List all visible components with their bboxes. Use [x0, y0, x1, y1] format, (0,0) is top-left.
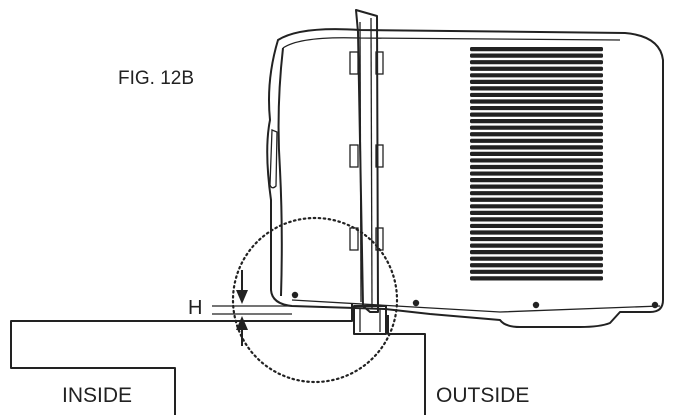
vent-slat — [470, 47, 603, 52]
louver-vents — [470, 47, 603, 281]
frame-clip-3 — [349, 227, 359, 251]
vent-slat — [470, 66, 603, 71]
vent-slat — [470, 256, 603, 261]
inside-label: INSIDE — [62, 384, 132, 407]
mounting-bracket — [353, 305, 387, 335]
height-dimension: H — [188, 270, 292, 346]
outside-wall — [387, 315, 426, 415]
vent-slat — [470, 138, 603, 143]
screw-1 — [291, 291, 299, 299]
vent-slat — [470, 184, 603, 189]
vent-slat — [470, 79, 603, 84]
vent-slat — [470, 171, 603, 176]
vent-slat — [470, 236, 603, 242]
frame-clip-5 — [375, 144, 384, 168]
vent-slat — [470, 197, 603, 202]
vent-slat — [470, 210, 603, 215]
arrow-up-icon — [236, 316, 248, 330]
screw-3 — [532, 301, 540, 309]
vent-slat — [470, 73, 603, 78]
outside-label: OUTSIDE — [436, 384, 529, 407]
height-label: H — [188, 297, 202, 319]
bracket-inner — [359, 308, 381, 332]
side-frame-panel — [355, 9, 379, 313]
front-handle — [269, 129, 278, 189]
vent-slat — [470, 158, 603, 163]
screw-2 — [412, 299, 420, 307]
vent-slat — [470, 92, 603, 98]
unit-top-lip — [282, 37, 621, 49]
vent-slat — [470, 223, 603, 229]
front-panel-curve — [277, 47, 284, 297]
side-frame-inner-2 — [370, 17, 373, 309]
vent-slat — [470, 119, 603, 124]
vent-slat — [470, 112, 603, 117]
detail-circle — [231, 216, 399, 384]
vent-slat — [470, 53, 603, 58]
frame-clip-4 — [375, 51, 384, 75]
frame-clip-1 — [349, 51, 359, 75]
vent-slat — [470, 99, 603, 104]
unit-base-line — [291, 299, 661, 313]
vent-slat — [470, 164, 603, 170]
arrow-down-icon — [236, 290, 248, 304]
unit-body-outline — [266, 28, 664, 328]
vent-slat — [470, 263, 603, 268]
air-conditioner-unit — [266, 9, 664, 335]
figure-caption: FIG. 12B — [118, 68, 194, 89]
vent-slat — [470, 151, 603, 156]
vent-slat — [470, 178, 603, 183]
vent-slat — [470, 204, 603, 209]
vent-slat — [470, 230, 603, 235]
side-frame-inner — [359, 21, 362, 303]
vent-slat — [470, 145, 603, 150]
vent-slat — [470, 60, 603, 65]
vent-slat — [470, 250, 603, 255]
vent-slat — [470, 217, 603, 222]
vent-slat — [470, 132, 603, 137]
vent-slat — [470, 86, 603, 91]
vent-slat — [470, 105, 603, 111]
vent-slat — [470, 276, 603, 281]
screw-4 — [651, 301, 659, 309]
vent-slat — [470, 125, 603, 130]
vent-slat — [470, 191, 603, 196]
frame-clip-2 — [349, 144, 359, 168]
vent-slat — [470, 243, 603, 248]
vent-slat — [470, 269, 603, 274]
inside-ledge — [10, 304, 353, 415]
